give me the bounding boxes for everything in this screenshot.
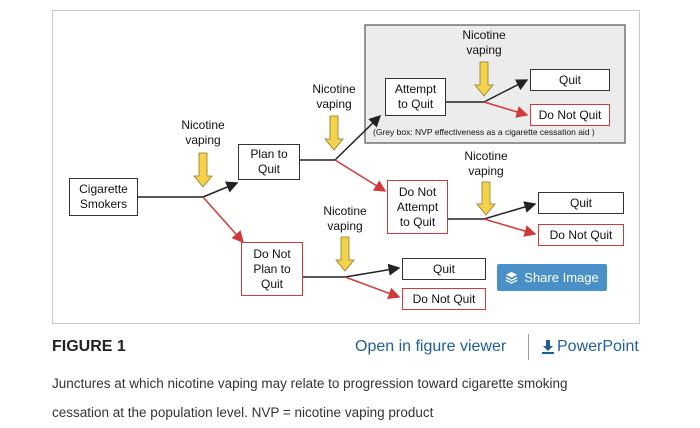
vaping-arrow-icon <box>476 181 496 216</box>
connector-to-quit-bottom <box>344 263 401 278</box>
box-quit-bottom: Quit <box>402 258 486 280</box>
vaping-label: Nicotine vaping <box>181 118 225 147</box>
box-attempt-to-quit: Attempt to Quit <box>385 78 446 116</box>
connector-to-no-plan <box>202 196 244 244</box>
figure-title: FIGURE 1 <box>52 338 126 355</box>
flow-diagram <box>138 24 626 299</box>
powerpoint-label: PowerPoint <box>557 338 639 355</box>
box-not-quit-mid: Do Not Quit <box>538 224 624 246</box>
connector-to-not-quit-mid <box>483 218 537 237</box>
box-cigarette-smokers: Cigarette Smokers <box>69 178 138 216</box>
box-not-quit-bottom: Do Not Quit <box>402 288 486 310</box>
connector-to-not-quit-bottom <box>344 276 401 299</box>
divider <box>528 334 529 360</box>
connector-to-not-quit-top <box>483 101 529 118</box>
connector-to-quit-top <box>483 79 529 103</box>
vaping-label: Nicotine vaping <box>464 149 508 178</box>
layers-icon <box>505 271 518 284</box>
box-quit-mid: Quit <box>538 192 624 214</box>
figure-caption-line-1: Junctures at which nicotine vaping may r… <box>52 376 568 391</box>
vaping-label: Nicotine vaping <box>462 28 506 57</box>
open-figure-viewer-link[interactable]: Open in figure viewer <box>355 338 507 355</box>
box-plan-to-quit: Plan to Quit <box>238 144 300 180</box>
box-quit-top: Quit <box>530 69 610 91</box>
connector-to-no-attempt <box>334 159 387 192</box>
box-not-quit-top: Do Not Quit <box>530 104 610 126</box>
box-do-not-attempt-to-quit: Do Not Attempt to Quit <box>387 180 448 234</box>
vaping-arrow-icon <box>474 61 494 97</box>
share-image-label: Share Image <box>524 270 599 285</box>
figure-caption-line-2: cessation at the population level. NVP =… <box>52 405 434 420</box>
box-do-not-plan-to-quit: Do Not Plan to Quit <box>241 242 303 296</box>
vaping-label: Nicotine vaping <box>312 82 356 111</box>
share-image-button[interactable]: Share Image <box>497 264 607 291</box>
vaping-arrow-icon <box>324 115 344 151</box>
download-icon <box>542 340 554 354</box>
grey-box-caption: (Grey box: NVP effectiveness as a cigare… <box>373 127 595 137</box>
connector-to-attempt <box>334 114 382 161</box>
vaping-arrow-icon <box>335 236 355 272</box>
vaping-label: Nicotine vaping <box>323 204 367 233</box>
connector-to-plan <box>202 181 239 198</box>
vaping-arrow-icon <box>193 152 213 188</box>
connector-to-quit-mid <box>483 201 537 220</box>
powerpoint-link[interactable]: PowerPoint <box>541 338 639 356</box>
